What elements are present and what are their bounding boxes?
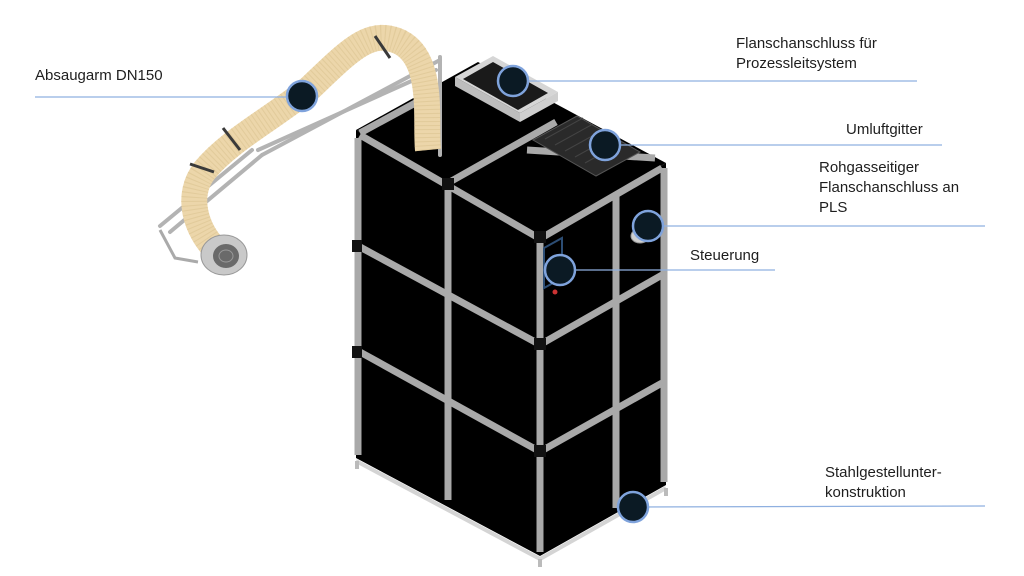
callout-text: Steuerung bbox=[690, 247, 760, 264]
callout-stahlgestell: Stahlgestellunter- konstruktion bbox=[825, 463, 942, 503]
callout-text: Umluftgitter bbox=[846, 121, 923, 138]
filter-cabinet bbox=[352, 56, 668, 567]
callout-text: Rohgasseitiger bbox=[819, 159, 920, 176]
callout-text: Absaugarm DN150 bbox=[35, 67, 163, 84]
marker-stahlgestell[interactable] bbox=[616, 490, 650, 524]
callout-text: PLS bbox=[819, 199, 848, 216]
marker-umluftgitter[interactable] bbox=[588, 128, 622, 162]
callout-rohgas-flansch: Rohgasseitiger Flanschanschluss an PLS bbox=[819, 158, 959, 218]
callout-text: Prozessleitsystem bbox=[736, 55, 857, 72]
marker-flansch-pls[interactable] bbox=[496, 64, 530, 98]
callout-steuerung: Steuerung bbox=[690, 246, 759, 266]
suction-hood bbox=[200, 234, 248, 276]
marker-rohgas-flansch[interactable] bbox=[631, 209, 665, 243]
marker-absaugarm[interactable] bbox=[285, 79, 319, 113]
callout-flansch-pls: Flanschanschluss für Prozessleitsystem bbox=[736, 34, 877, 74]
control-indicator-light bbox=[552, 289, 558, 295]
leader-line-stahlgestell bbox=[632, 505, 986, 508]
callout-umluftgitter: Umluftgitter bbox=[846, 120, 923, 140]
leader-lines bbox=[35, 80, 986, 508]
callout-text: Flanschanschluss für bbox=[736, 35, 877, 52]
callout-text: Stahlgestellunter- bbox=[825, 464, 942, 481]
callout-text: konstruktion bbox=[825, 484, 906, 501]
base-feet bbox=[355, 461, 668, 567]
callout-text: Flanschanschluss an bbox=[819, 179, 960, 196]
callout-absaugarm: Absaugarm DN150 bbox=[35, 66, 163, 86]
frame-nodes bbox=[352, 178, 546, 457]
marker-steuerung[interactable] bbox=[543, 253, 577, 287]
frame-profiles bbox=[354, 91, 668, 552]
